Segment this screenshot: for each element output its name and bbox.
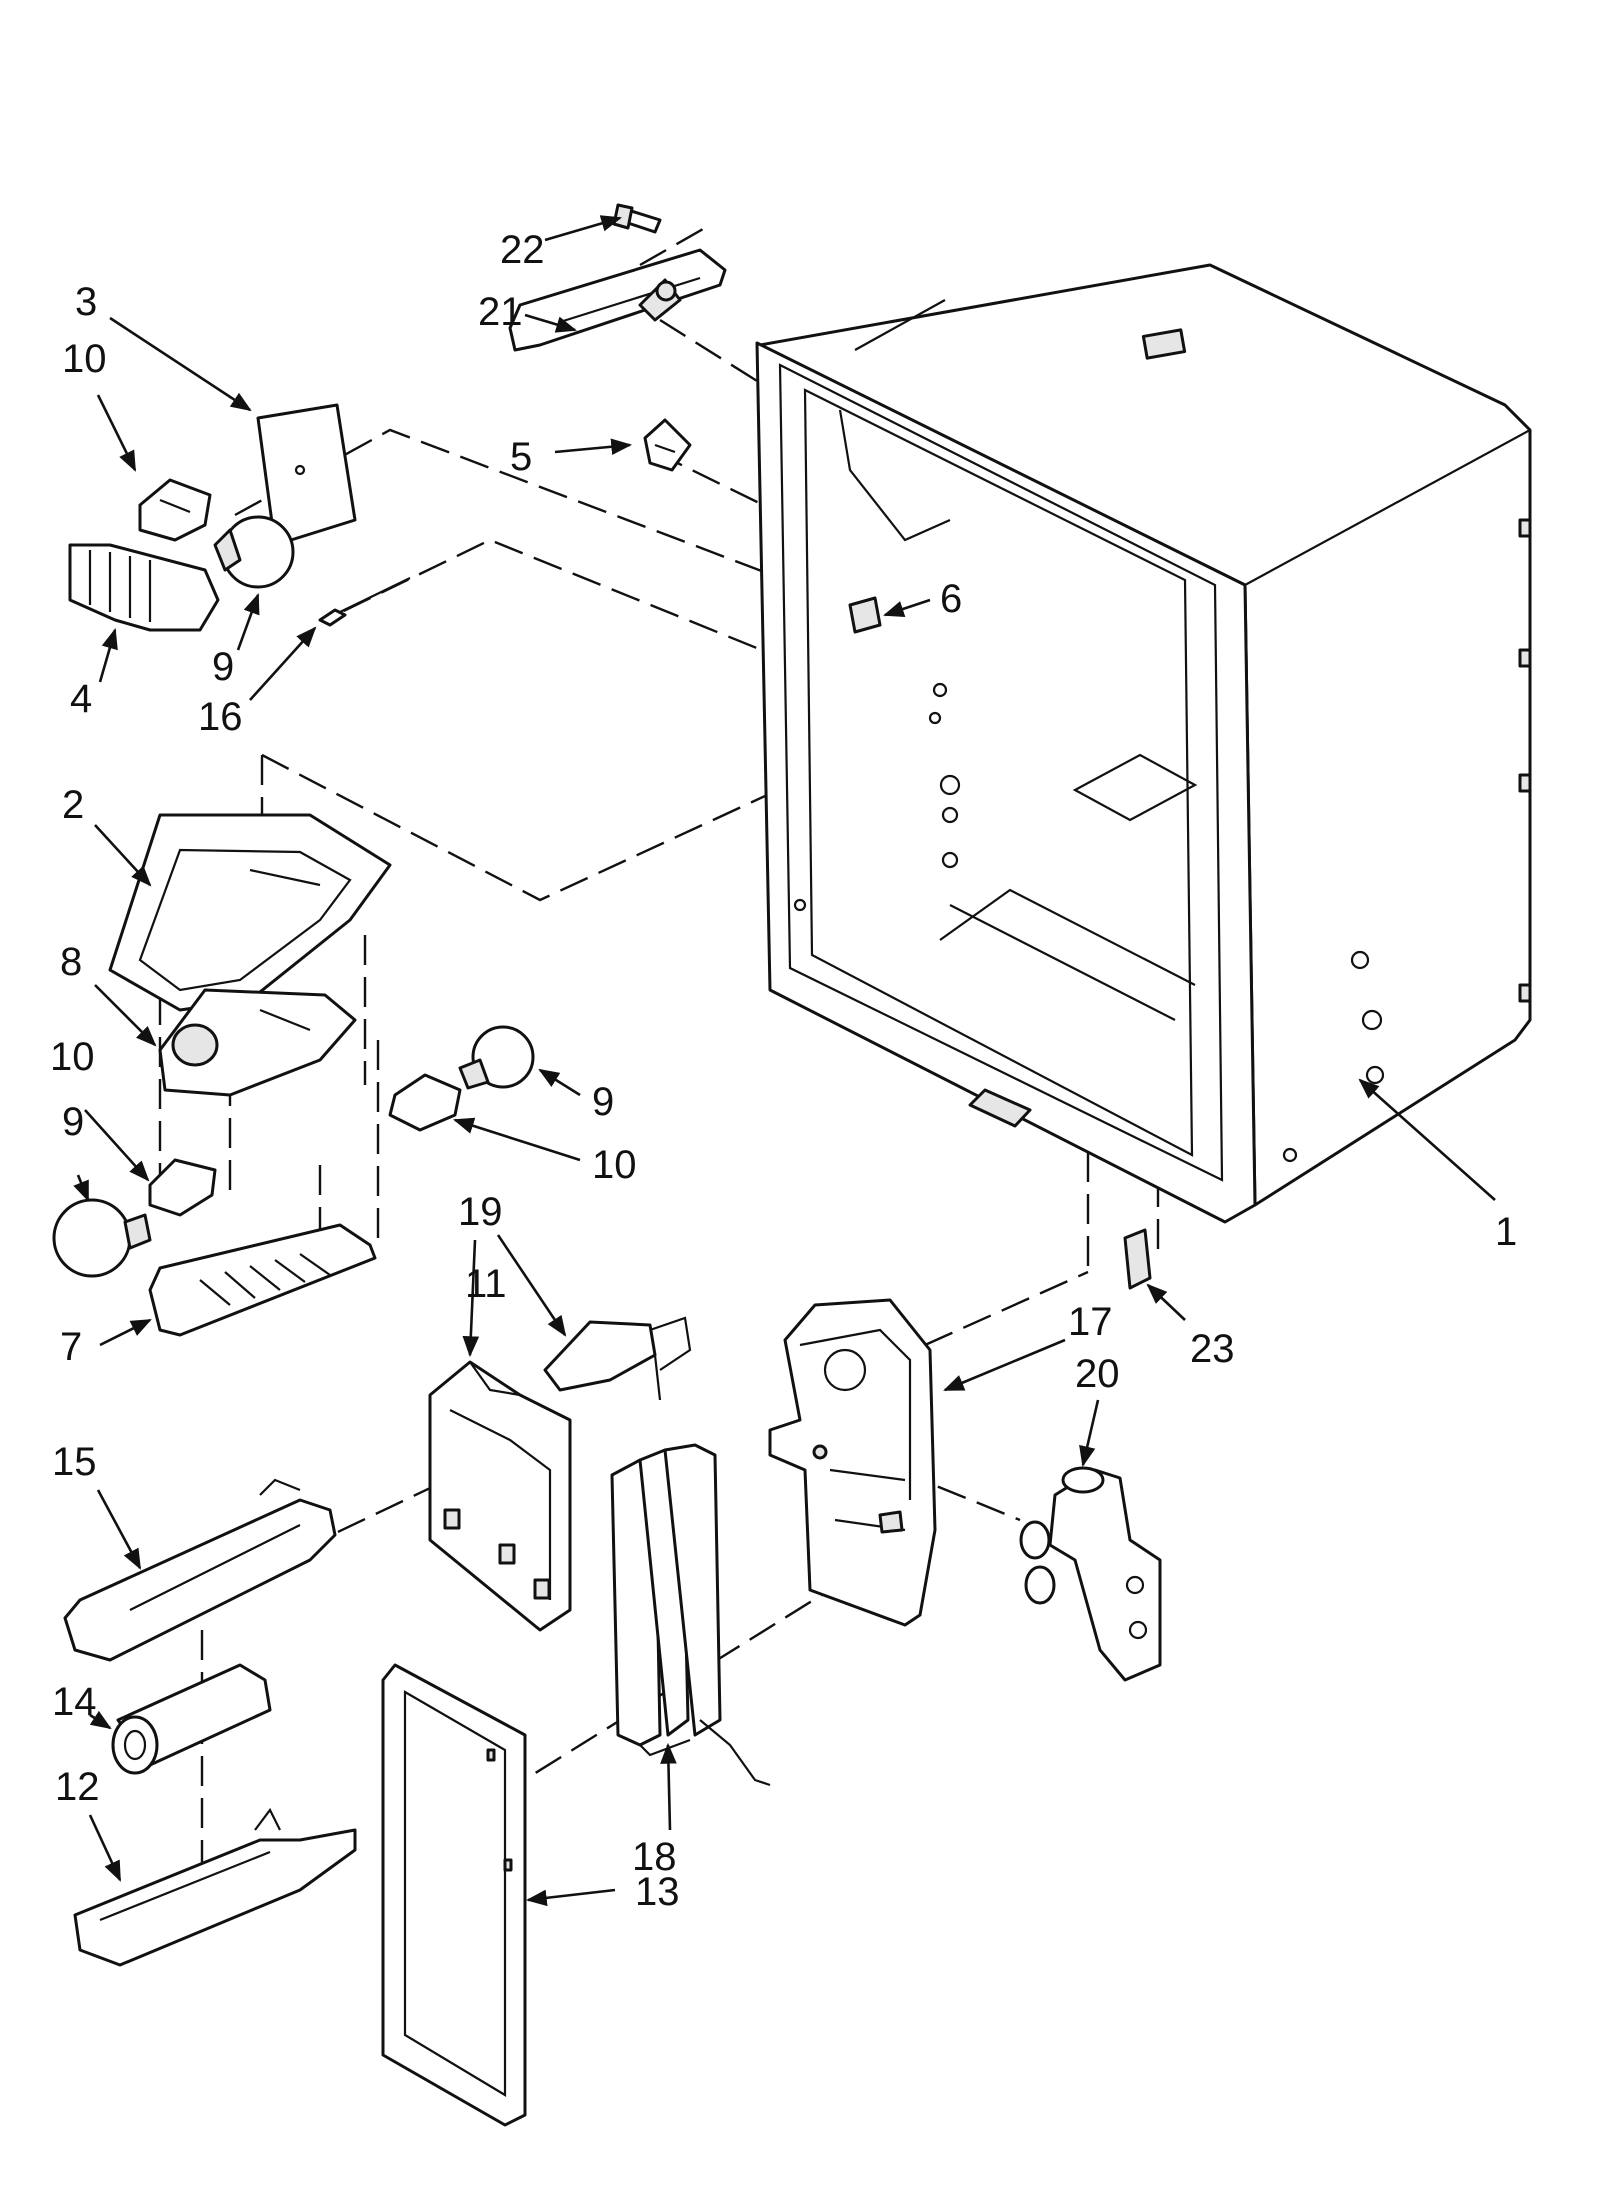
callout-9-left: 9 xyxy=(62,1100,84,1144)
part-14-filter xyxy=(111,1663,272,1775)
part-20-valve xyxy=(1019,1466,1162,1682)
part-19-sensor xyxy=(543,1316,692,1401)
callout-10-left: 10 xyxy=(50,1035,95,1079)
callout-10-right: 10 xyxy=(592,1143,637,1187)
leader-19 xyxy=(496,1234,567,1337)
callout-12: 12 xyxy=(55,1765,100,1809)
leader-18 xyxy=(660,1742,677,1831)
leader-20 xyxy=(1079,1399,1100,1468)
part-10-socket-top xyxy=(138,478,212,542)
leader-16 xyxy=(249,626,317,701)
callout-14: 14 xyxy=(52,1680,97,1724)
callout-16: 16 xyxy=(198,695,243,739)
leader-2 xyxy=(94,824,152,887)
part-10-socket-left xyxy=(148,1158,217,1217)
callout-2: 2 xyxy=(62,783,84,827)
callout-8: 8 xyxy=(60,940,82,984)
leader-10-top xyxy=(96,394,137,472)
leader-6 xyxy=(883,598,931,617)
part-15-filter-head xyxy=(63,1478,337,1662)
part-5-knob xyxy=(643,418,692,472)
leader-lines xyxy=(73,215,1496,1907)
callout-20: 20 xyxy=(1075,1352,1120,1396)
callout-10-top: 10 xyxy=(62,337,107,381)
leader-15 xyxy=(96,1489,142,1570)
leader-8 xyxy=(94,984,157,1047)
part-6-switch xyxy=(848,596,882,634)
part-18-coil xyxy=(610,1443,771,1787)
callout-11: 11 xyxy=(465,1262,507,1306)
part-8-lens xyxy=(158,988,357,1097)
part-7-lower-cover xyxy=(148,1223,377,1337)
leader-14 xyxy=(89,1710,112,1730)
part-9-bulb-left xyxy=(52,1198,152,1278)
callout-labels: 22 21 3 10 5 6 9 4 16 2 8 10 9 9 10 7 19… xyxy=(50,228,1517,1914)
callout-9-right: 9 xyxy=(592,1080,614,1124)
callout-4: 4 xyxy=(70,677,92,721)
leader-10-left xyxy=(84,1109,150,1182)
part-9-bulb-right xyxy=(458,1025,535,1090)
part-23-clip xyxy=(1123,1228,1152,1290)
part-17-dispenser xyxy=(768,1298,937,1627)
leader-21 xyxy=(524,313,577,333)
leader-7 xyxy=(99,1318,152,1347)
part-22-screw xyxy=(612,203,662,234)
leader-13 xyxy=(525,1888,616,1907)
leader-4 xyxy=(98,628,118,683)
leader-5 xyxy=(554,438,633,456)
part-11-bracket xyxy=(428,1360,572,1632)
leader-11 xyxy=(462,1239,480,1358)
callout-15: 15 xyxy=(52,1440,97,1484)
callout-9-top: 9 xyxy=(212,645,234,689)
part-16-wire xyxy=(318,577,411,627)
leader-9-top xyxy=(236,593,260,651)
callout-23: 23 xyxy=(1190,1327,1235,1371)
part-10-socket-right xyxy=(388,1073,462,1132)
leader-9-left xyxy=(73,1174,90,1202)
callout-6: 6 xyxy=(940,577,962,621)
leader-22 xyxy=(544,215,622,242)
leader-3 xyxy=(109,316,252,412)
leader-23 xyxy=(1146,1283,1186,1321)
callout-17: 17 xyxy=(1068,1300,1113,1344)
leader-12 xyxy=(88,1814,122,1882)
callout-1: 1 xyxy=(1495,1210,1517,1254)
callout-19: 19 xyxy=(458,1190,503,1234)
part-1-liner xyxy=(755,263,1532,1224)
part-3-plate xyxy=(256,403,357,547)
part-9-bulb-top xyxy=(213,515,295,589)
callout-3: 3 xyxy=(75,280,97,324)
part-2-housing xyxy=(108,813,392,1012)
callout-13: 13 xyxy=(635,1870,680,1914)
leader-1 xyxy=(1358,1078,1496,1201)
callout-18: 18 xyxy=(632,1835,677,1879)
leader-10-right xyxy=(453,1117,581,1162)
callout-7: 7 xyxy=(60,1325,82,1369)
callout-22: 22 xyxy=(500,228,545,272)
callout-5: 5 xyxy=(510,435,532,479)
callout-21: 21 xyxy=(478,290,523,334)
part-13-door-frame xyxy=(381,1663,527,2127)
leader-9-right xyxy=(538,1068,581,1097)
part-4-light-shield xyxy=(68,543,220,632)
leader-17 xyxy=(943,1338,1066,1392)
part-12-filter-cover xyxy=(73,1807,357,1967)
